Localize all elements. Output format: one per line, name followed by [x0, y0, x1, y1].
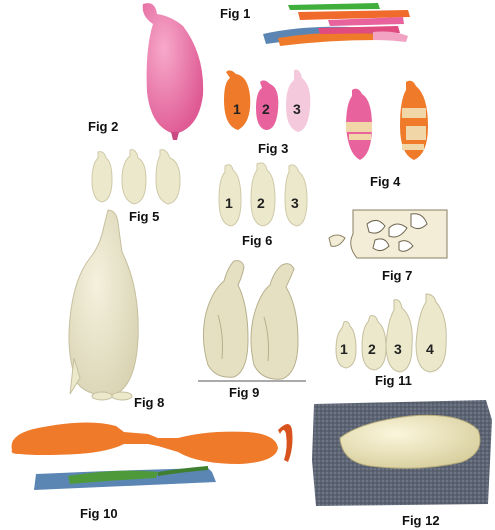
fig2-label: Fig 2 [88, 119, 119, 134]
fig11-number-1: 1 [340, 341, 348, 357]
fig10-label: Fig 10 [80, 506, 118, 521]
fig6-number-2: 2 [257, 195, 265, 211]
fig6-plaster-shapes-image: 1 2 3 [218, 162, 308, 227]
fig3-number-2: 2 [262, 101, 270, 117]
fig6-number-1: 1 [225, 195, 233, 211]
fig4-label: Fig 4 [370, 174, 401, 189]
fig3-number-3: 3 [293, 101, 301, 117]
fig7-label: Fig 7 [382, 268, 413, 283]
fig8-label: Fig 8 [134, 395, 165, 410]
fig8-penguin-form-image [68, 209, 139, 401]
fig5-plaster-shapes-image [91, 149, 181, 205]
fig10-long-balloons-image [11, 422, 293, 490]
fig11-number-3: 3 [394, 341, 402, 357]
fig3-number-1: 1 [233, 101, 241, 117]
fig11-penguin-forms-image: 1 2 3 4 [335, 293, 447, 373]
fig7-cardboard-template-image [328, 209, 448, 259]
fig12-plaster-on-towel-image [312, 400, 492, 506]
fig12-label: Fig 12 [402, 513, 440, 528]
fig9-penguin-forms-image [198, 260, 306, 382]
fig1-label: Fig 1 [220, 6, 251, 21]
fig2-pink-balloon-image [142, 3, 204, 140]
fig5-label: Fig 5 [129, 209, 160, 224]
fig1-flat-balloons-image [263, 3, 410, 46]
fig9-label: Fig 9 [229, 385, 260, 400]
fig6-number-3: 3 [291, 195, 299, 211]
fig4-taped-balloons-image [346, 80, 428, 160]
fig3-balloons-image: 1 2 3 [224, 69, 311, 132]
fig3-label: Fig 3 [258, 141, 289, 156]
fig11-number-2: 2 [368, 341, 376, 357]
fig11-label: Fig 11 [375, 373, 412, 388]
fig6-label: Fig 6 [242, 233, 273, 248]
fig11-number-4: 4 [426, 341, 434, 357]
